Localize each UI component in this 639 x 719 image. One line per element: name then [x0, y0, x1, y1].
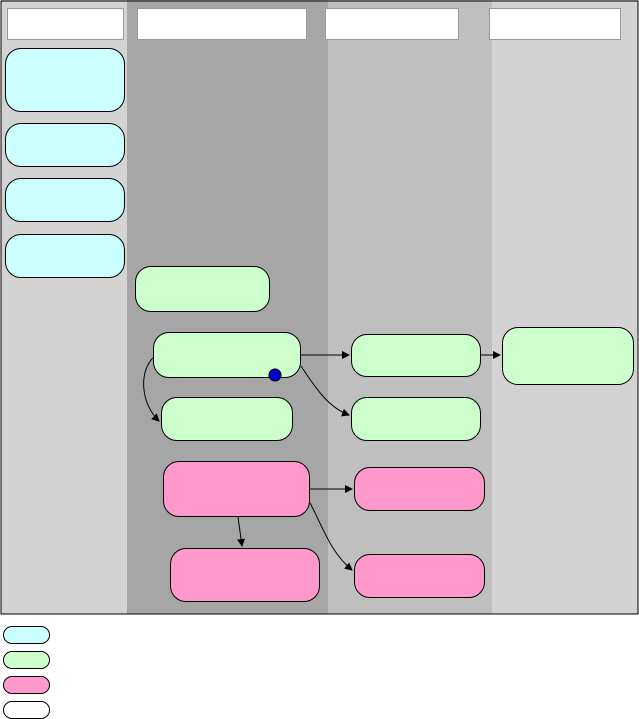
pink-node-right-2[interactable] [354, 554, 485, 598]
lane-4 [489, 0, 638, 614]
green-node-right-2[interactable] [351, 397, 481, 441]
edge-main-to-below[interactable] [143, 356, 160, 422]
green-node-right-1[interactable] [351, 334, 481, 377]
green-node-top[interactable] [135, 266, 270, 312]
edge-main-to-right-2[interactable] [300, 365, 350, 417]
lane-4-header [489, 8, 621, 40]
lane-3-header [325, 8, 459, 40]
legend-swatch-green [3, 651, 50, 669]
cyan-node-3[interactable] [5, 178, 125, 222]
green-node-far[interactable] [502, 327, 634, 385]
lane-3 [325, 0, 492, 614]
legend-swatch-pink [3, 676, 50, 694]
edge-pink-to-right-2[interactable] [309, 502, 353, 571]
pink-node-below[interactable] [170, 548, 320, 602]
lane-1-header [7, 8, 124, 40]
green-node-below[interactable] [161, 397, 293, 441]
diagram-frame [0, 0, 639, 615]
legend-swatch-cyan [3, 626, 50, 644]
marker-dot [268, 368, 282, 382]
pink-node-main[interactable] [163, 461, 310, 517]
cyan-node-4[interactable] [5, 234, 125, 278]
cyan-node-2[interactable] [5, 123, 125, 167]
cyan-node-1[interactable] [5, 48, 125, 112]
legend-swatch-white [3, 701, 50, 719]
lane-2-header [137, 8, 307, 40]
pink-node-right-1[interactable] [354, 467, 485, 511]
edge-pink-to-below[interactable] [237, 516, 246, 547]
